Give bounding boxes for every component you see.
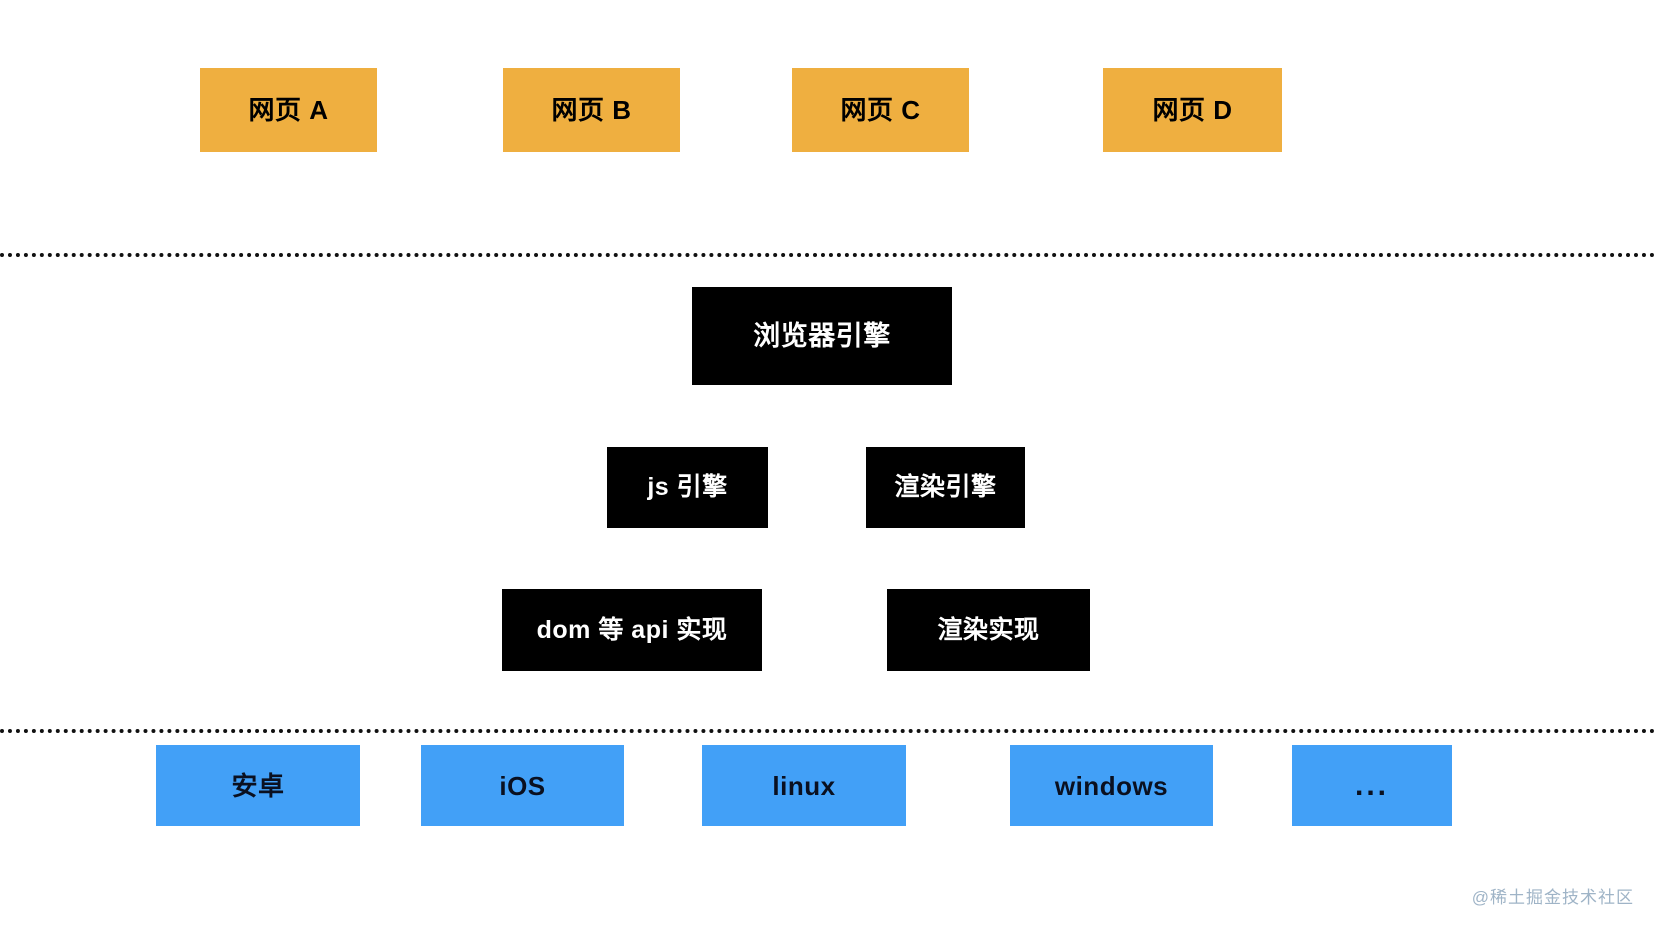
page-box-c-label: 网页 C xyxy=(840,95,921,125)
os-box-android[interactable]: 安卓 xyxy=(156,745,360,826)
os-box-more-label: ... xyxy=(1354,768,1389,802)
page-box-d[interactable]: 网页 D xyxy=(1103,68,1282,152)
render-engine-label: 渲染引擎 xyxy=(894,473,997,501)
watermark: @稀土掘金技术社区 xyxy=(1471,888,1634,907)
divider-pages-browser xyxy=(0,253,1656,257)
js-engine-box[interactable]: js 引擎 xyxy=(607,447,768,528)
browser-engine-label: 浏览器引擎 xyxy=(753,320,891,351)
dom-api-impl-label: dom 等 api 实现 xyxy=(536,615,728,644)
os-box-linux[interactable]: linux xyxy=(702,745,906,826)
page-box-a-label: 网页 A xyxy=(248,95,329,125)
os-box-ios-label: iOS xyxy=(499,770,546,801)
page-box-d-label: 网页 D xyxy=(1152,95,1233,125)
page-box-c[interactable]: 网页 C xyxy=(792,68,969,152)
os-box-windows[interactable]: windows xyxy=(1010,745,1213,826)
os-box-ios[interactable]: iOS xyxy=(421,745,624,826)
os-box-linux-label: linux xyxy=(772,770,836,801)
render-impl-box[interactable]: 渲染实现 xyxy=(887,589,1090,671)
os-box-windows-label: windows xyxy=(1054,770,1169,801)
os-box-more[interactable]: ... xyxy=(1292,745,1452,826)
page-box-b-label: 网页 B xyxy=(551,95,632,125)
render-engine-box[interactable]: 渲染引擎 xyxy=(866,447,1025,528)
js-engine-label: js 引擎 xyxy=(647,473,728,501)
os-box-android-label: 安卓 xyxy=(231,770,285,801)
dom-api-impl-box[interactable]: dom 等 api 实现 xyxy=(502,589,762,671)
divider-browser-os xyxy=(0,729,1656,733)
page-box-b[interactable]: 网页 B xyxy=(503,68,680,152)
browser-engine-box[interactable]: 浏览器引擎 xyxy=(692,287,952,385)
render-impl-label: 渲染实现 xyxy=(937,615,1040,644)
page-box-a[interactable]: 网页 A xyxy=(200,68,377,152)
